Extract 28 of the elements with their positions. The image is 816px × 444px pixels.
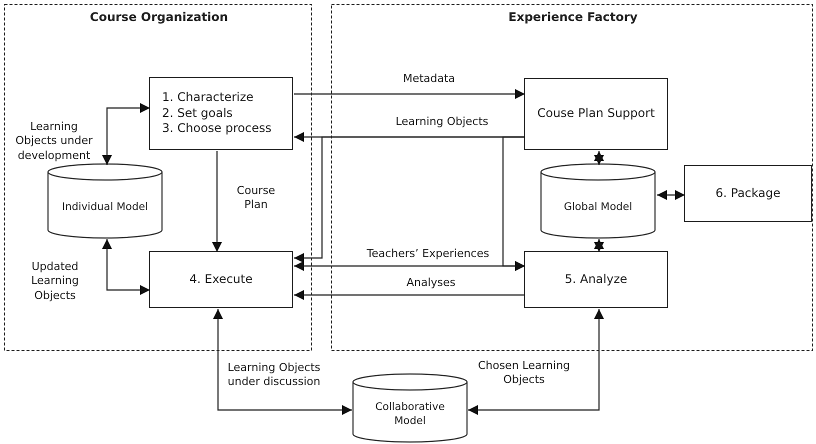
process-box [684,165,812,222]
panel-title: Course Organization [90,10,228,24]
process-box [524,78,668,150]
panel-title: Experience Factory [508,10,638,24]
node-label: 2. Set goals [162,106,233,122]
connector-arrow [594,151,604,165]
process-box [149,77,293,150]
node-label: Couse Plan Support [537,106,655,122]
process-box [149,251,293,308]
connector-arrow [294,290,525,300]
connector-arrow [294,261,525,271]
connector-arrow [102,239,150,295]
process-box [524,251,668,308]
node-label: 1. Characterize [162,90,254,106]
connector-arrow [212,151,222,252]
connector-arrow [102,103,150,165]
connector-arrow [468,309,604,415]
node-label: Global Model [564,200,632,214]
node-label: Collaborative Model [374,400,446,428]
connector-arrow [657,190,685,200]
connector-arrow [213,309,352,415]
node-label: 5. Analyze [564,272,628,288]
connector-arrow [594,239,604,252]
node-label: 4. Execute [189,272,253,288]
node-label: 6. Package [715,186,780,202]
node-label: 3. Choose process [162,121,272,137]
node-label: Individual Model [62,200,148,214]
connector-arrow [294,89,525,99]
